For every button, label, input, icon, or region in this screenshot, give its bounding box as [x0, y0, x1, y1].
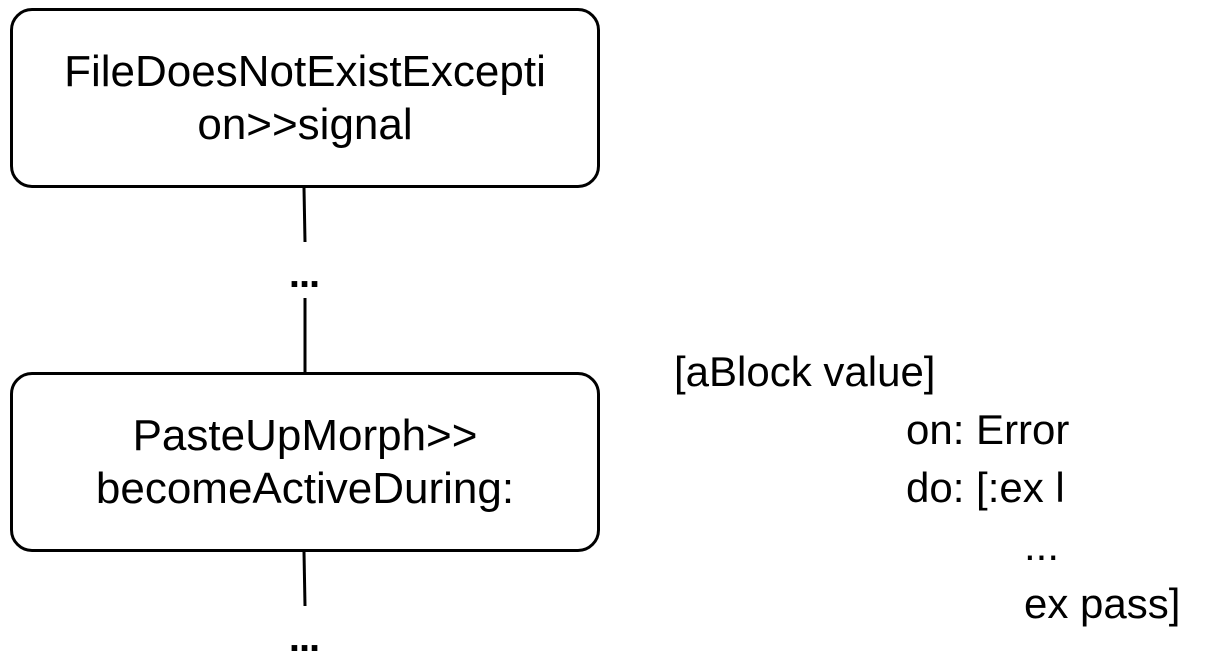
frame-label-line-2: on>>signal [197, 100, 413, 149]
frame-label-line-2: becomeActiveDuring: [95, 464, 515, 513]
code-line-on-error: on: Error [906, 406, 1070, 453]
connector-bottom-to-ellipsis [302, 551, 307, 607]
code-line-ex-pass: ex pass] [1024, 580, 1181, 627]
stack-frame-signal: FileDoesNotExistExcepti on>>signal [10, 8, 600, 188]
code-line-do-handler: do: [:ex l [906, 464, 1065, 511]
code-line-block-value: [aBlock value] [674, 348, 936, 395]
stack-frame-become-active: PasteUpMorph>> becomeActiveDuring: [10, 372, 600, 552]
frame-label-line-1: FileDoesNotExistExcepti [64, 47, 546, 96]
stack-ellipsis-middle: ... [288, 252, 320, 296]
frame-label-line-1: PasteUpMorph>> [132, 411, 478, 460]
stack-ellipsis-bottom: ... [288, 616, 320, 660]
code-line-ellipsis: ... [1024, 522, 1060, 569]
connector-top-to-ellipsis [302, 187, 307, 243]
